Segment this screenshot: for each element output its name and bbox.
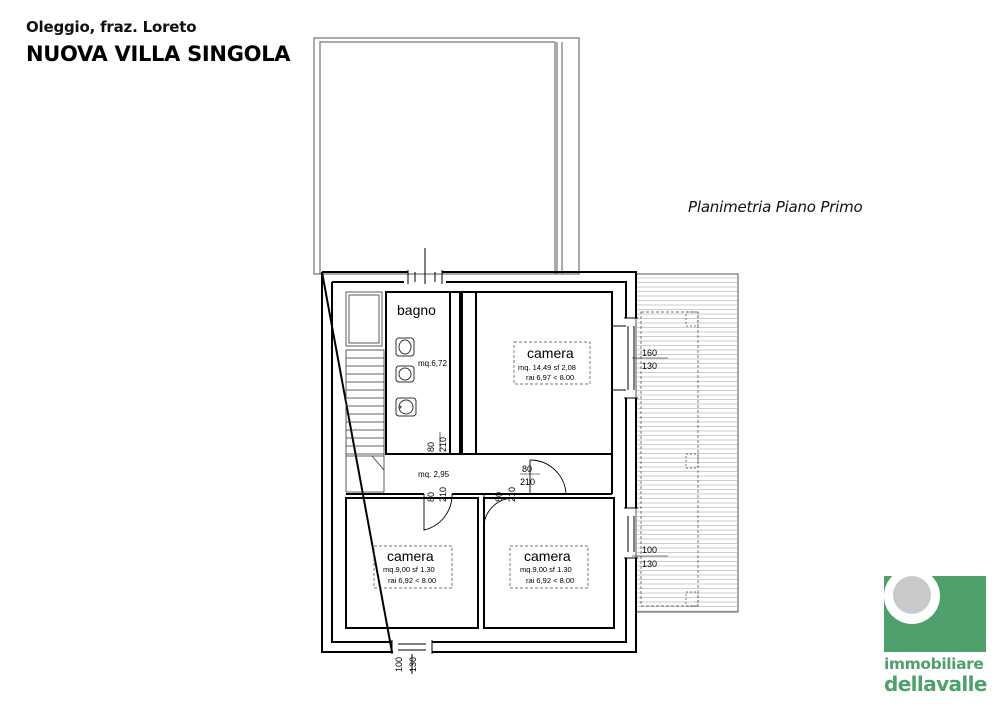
camera-left-box: camera mq.9,00 sf 1.30 rai 6,92 < 8.00 — [373, 545, 453, 589]
dim-left-door-height: 210 — [438, 487, 448, 502]
camera-main-area: mq. 14,49 sf 2,08 — [518, 363, 576, 372]
staircase — [345, 291, 385, 493]
dim-left-door-width: 80 — [426, 492, 436, 502]
dim-right-door-height: 210 — [507, 487, 517, 502]
dim-main-height: 130 — [642, 361, 657, 371]
exterior-walls — [321, 271, 637, 653]
dim-right-door-width: 80 — [494, 492, 504, 502]
page-title: NUOVA VILLA SINGOLA — [26, 42, 291, 66]
company-logo — [884, 568, 986, 652]
camera-main-rai: rai 6,97 < 8.00 — [526, 373, 574, 382]
dim-main-width: 160 — [642, 348, 657, 358]
camera-right-box: camera mq.9,00 sf 1.30 rai 6,92 < 8.00 — [509, 545, 589, 589]
dim-right-width: 100 — [642, 545, 657, 555]
camera-left-area: mq.9,00 sf 1.30 — [383, 565, 435, 574]
dimension-labels: 160 130 100 130 100 130 80 210 80 210 80… — [394, 348, 668, 672]
right-terrace — [635, 273, 739, 613]
camera-left-rai: rai 6,92 < 8.00 — [388, 576, 436, 585]
dim-bagno-door-height: 210 — [438, 437, 448, 452]
hall-area: mq. 2,95 — [418, 470, 450, 479]
camera-right-label: camera — [524, 548, 571, 564]
camera-main-label: camera — [527, 345, 574, 361]
logo-text: immobiliare dellavalle — [884, 655, 990, 696]
logo-line2: dellavalle — [884, 671, 988, 696]
dim-main-door-height: 210 — [520, 477, 535, 487]
camera-right-rai: rai 6,92 < 8.00 — [526, 576, 574, 585]
plan-title: Planimetria Piano Primo — [688, 198, 863, 216]
dim-bottom-height: 130 — [408, 657, 418, 672]
dim-bottom-width: 100 — [394, 657, 404, 672]
logo-line1: immobiliare — [884, 655, 984, 673]
door-swings — [423, 459, 567, 531]
camera-main-box: camera mq. 14,49 sf 2,08 rai 6,97 < 8.00 — [513, 341, 591, 385]
upper-terrace — [313, 37, 580, 275]
bagno-area: mq.6,72 — [418, 359, 447, 368]
dim-right-height: 130 — [642, 559, 657, 569]
location-subtitle: Oleggio, fraz. Loreto — [26, 18, 197, 36]
camera-left-label: camera — [387, 548, 434, 564]
dim-bagno-door-width: 80 — [426, 442, 436, 452]
bagno-label: bagno — [397, 302, 436, 318]
camera-right-area: mq.9,00 sf 1.30 — [520, 565, 572, 574]
dim-main-door-width: 80 — [522, 464, 532, 474]
bathroom-fixtures — [395, 337, 417, 417]
